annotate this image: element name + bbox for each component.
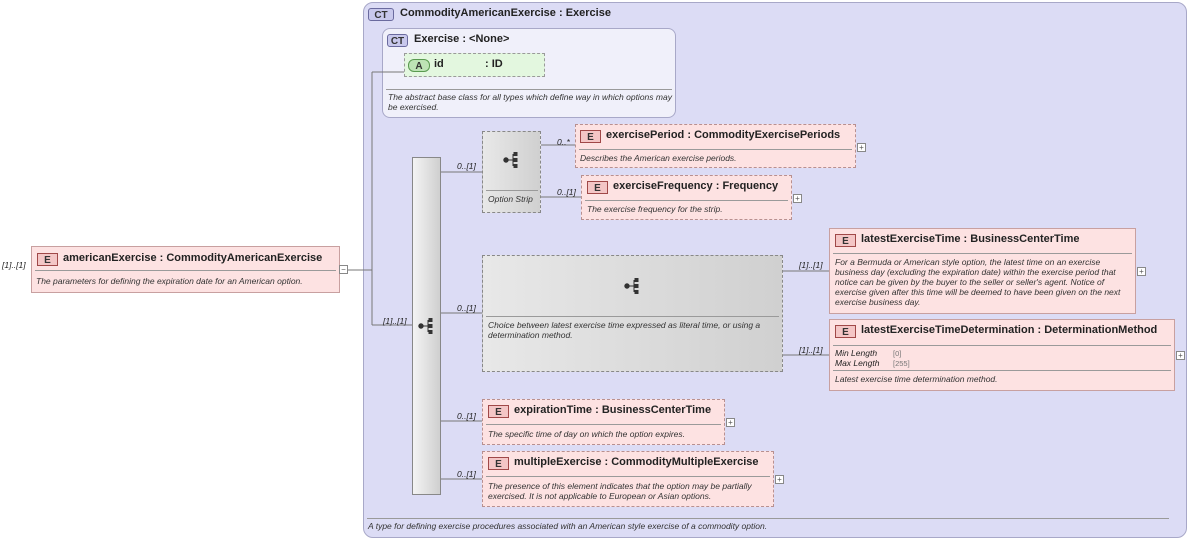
sequence-cardinality: [1]..[1]	[383, 316, 407, 326]
choice-separator	[486, 316, 779, 317]
latest-exercise-time-expand[interactable]: +	[1137, 267, 1146, 276]
root-element-separator	[35, 270, 336, 271]
latest-exercise-time-title: latestExerciseTime : BusinessCenterTime	[861, 233, 1080, 245]
complex-type-title: CommodityAmericanExercise : Exercise	[400, 7, 611, 19]
root-cardinality: [1]..[1]	[2, 260, 26, 270]
complex-type-base: : Exercise	[558, 7, 611, 19]
root-element-badge: E	[37, 253, 58, 266]
exercise-period-description: Describes the American exercise periods.	[580, 153, 737, 163]
facet-max-length-label: Max Length	[835, 358, 880, 368]
exercise-frequency-description: The exercise frequency for the strip.	[587, 204, 723, 214]
latest-exercise-time-determination-box[interactable]	[829, 319, 1175, 391]
expiration-time-name: expirationTime	[514, 404, 593, 416]
root-element-box[interactable]	[31, 246, 340, 293]
exercise-frequency-expand[interactable]: +	[793, 194, 802, 203]
option-strip-separator	[486, 190, 538, 191]
exercise-period-separator	[579, 149, 852, 150]
facet-min-length-label: Min Length	[835, 348, 878, 358]
exercise-period-name: exercisePeriod	[606, 129, 685, 141]
latest-exercise-time-determination-cardinality: [1]..[1]	[799, 345, 823, 355]
choice-description: Choice between latest exercise time expr…	[488, 320, 761, 340]
multiple-exercise-name: multipleExercise	[514, 456, 602, 468]
latest-exercise-time-determination-description: Latest exercise time determination metho…	[835, 374, 998, 384]
latest-exercise-time-type: : BusinessCenterTime	[963, 233, 1080, 245]
base-type-title: Exercise : <None>	[414, 33, 509, 45]
sequence-icon	[418, 318, 433, 334]
expiration-time-expand[interactable]: +	[726, 418, 735, 427]
exercise-frequency-cardinality: 0..[1]	[557, 187, 576, 197]
option-strip-cardinality: 0..[1]	[457, 161, 476, 171]
expiration-time-separator	[486, 424, 721, 425]
exercise-frequency-name: exerciseFrequency	[613, 180, 713, 192]
base-type-description: The abstract base class for all types wh…	[388, 92, 672, 112]
exercise-period-badge: E	[580, 130, 601, 143]
latest-exercise-time-cardinality: [1]..[1]	[799, 260, 823, 270]
exercise-period-type: : CommodityExercisePeriods	[687, 129, 841, 141]
latest-exercise-time-determination-separator	[833, 345, 1171, 346]
latest-exercise-time-determination-badge: E	[835, 325, 856, 338]
facet-max-length-value: [255]	[893, 359, 910, 368]
root-element-description: The parameters for defining the expirati…	[36, 276, 303, 286]
attribute-badge: A	[408, 59, 430, 72]
expiration-time-badge: E	[488, 405, 509, 418]
multiple-exercise-badge: E	[488, 457, 509, 470]
latest-exercise-time-separator	[833, 253, 1132, 254]
expiration-time-description: The specific time of day on which the op…	[488, 429, 686, 439]
exercise-period-box[interactable]	[575, 124, 856, 168]
latest-exercise-time-determination-separator-2	[833, 370, 1171, 371]
option-strip-group[interactable]	[482, 131, 541, 213]
latest-exercise-time-badge: E	[835, 234, 856, 247]
complex-type-separator	[367, 518, 1169, 519]
expiration-time-box[interactable]	[482, 399, 725, 445]
complex-type-description: A type for defining exercise procedures …	[368, 521, 768, 531]
expiration-time-type: : BusinessCenterTime	[595, 404, 712, 416]
option-strip-label: Option Strip	[488, 194, 533, 204]
group-icon	[503, 152, 518, 168]
exercise-frequency-box[interactable]	[581, 175, 792, 220]
latest-exercise-time-determination-name: latestExerciseTimeDetermination	[861, 324, 1035, 336]
exercise-frequency-title: exerciseFrequency : Frequency	[613, 180, 778, 192]
latest-exercise-time-name: latestExerciseTime	[861, 233, 961, 245]
latest-exercise-time-determination-expand[interactable]: +	[1176, 351, 1185, 360]
expiration-time-cardinality: 0..[1]	[457, 411, 476, 421]
exercise-frequency-badge: E	[587, 181, 608, 194]
attribute-type: : ID	[485, 58, 503, 70]
latest-exercise-time-box[interactable]	[829, 228, 1136, 314]
multiple-exercise-box[interactable]	[482, 451, 774, 507]
latest-exercise-time-description: For a Bermuda or American style option, …	[835, 257, 1121, 307]
exercise-period-cardinality: 0..*	[557, 137, 570, 147]
base-type-type: : <None>	[462, 33, 510, 45]
choice-icon	[624, 278, 639, 294]
choice-cardinality: 0..[1]	[457, 303, 476, 313]
choice-group[interactable]	[482, 255, 783, 372]
attribute-name: id	[434, 58, 444, 70]
latest-exercise-time-determination-type: : DeterminationMethod	[1037, 324, 1158, 336]
exercise-period-title: exercisePeriod : CommodityExercisePeriod…	[606, 129, 840, 141]
multiple-exercise-description: The presence of this element indicates t…	[488, 481, 752, 501]
base-type-name: Exercise	[414, 33, 460, 45]
latest-exercise-time-determination-title: latestExerciseTimeDetermination : Determ…	[861, 324, 1157, 336]
exercise-frequency-separator	[585, 200, 788, 201]
collapse-toggle[interactable]: −	[339, 265, 348, 274]
multiple-exercise-expand[interactable]: +	[775, 475, 784, 484]
root-element-type: : CommodityAmericanExercise	[159, 252, 323, 264]
complex-type-name: CommodityAmericanExercise	[400, 7, 556, 19]
multiple-exercise-separator	[486, 476, 770, 477]
base-type-separator	[386, 89, 672, 90]
exercise-period-expand[interactable]: +	[857, 143, 866, 152]
root-element-name: americanExercise	[63, 252, 157, 264]
multiple-exercise-title: multipleExercise : CommodityMultipleExer…	[514, 456, 759, 468]
root-element-title: americanExercise : CommodityAmericanExer…	[63, 252, 322, 264]
base-type-badge: CT	[387, 34, 408, 47]
exercise-frequency-type: : Frequency	[715, 180, 779, 192]
expiration-time-title: expirationTime : BusinessCenterTime	[514, 404, 711, 416]
complex-type-badge: CT	[368, 8, 394, 21]
multiple-exercise-cardinality: 0..[1]	[457, 469, 476, 479]
multiple-exercise-type: : CommodityMultipleExercise	[604, 456, 759, 468]
facet-min-length-value: [0]	[893, 349, 902, 358]
